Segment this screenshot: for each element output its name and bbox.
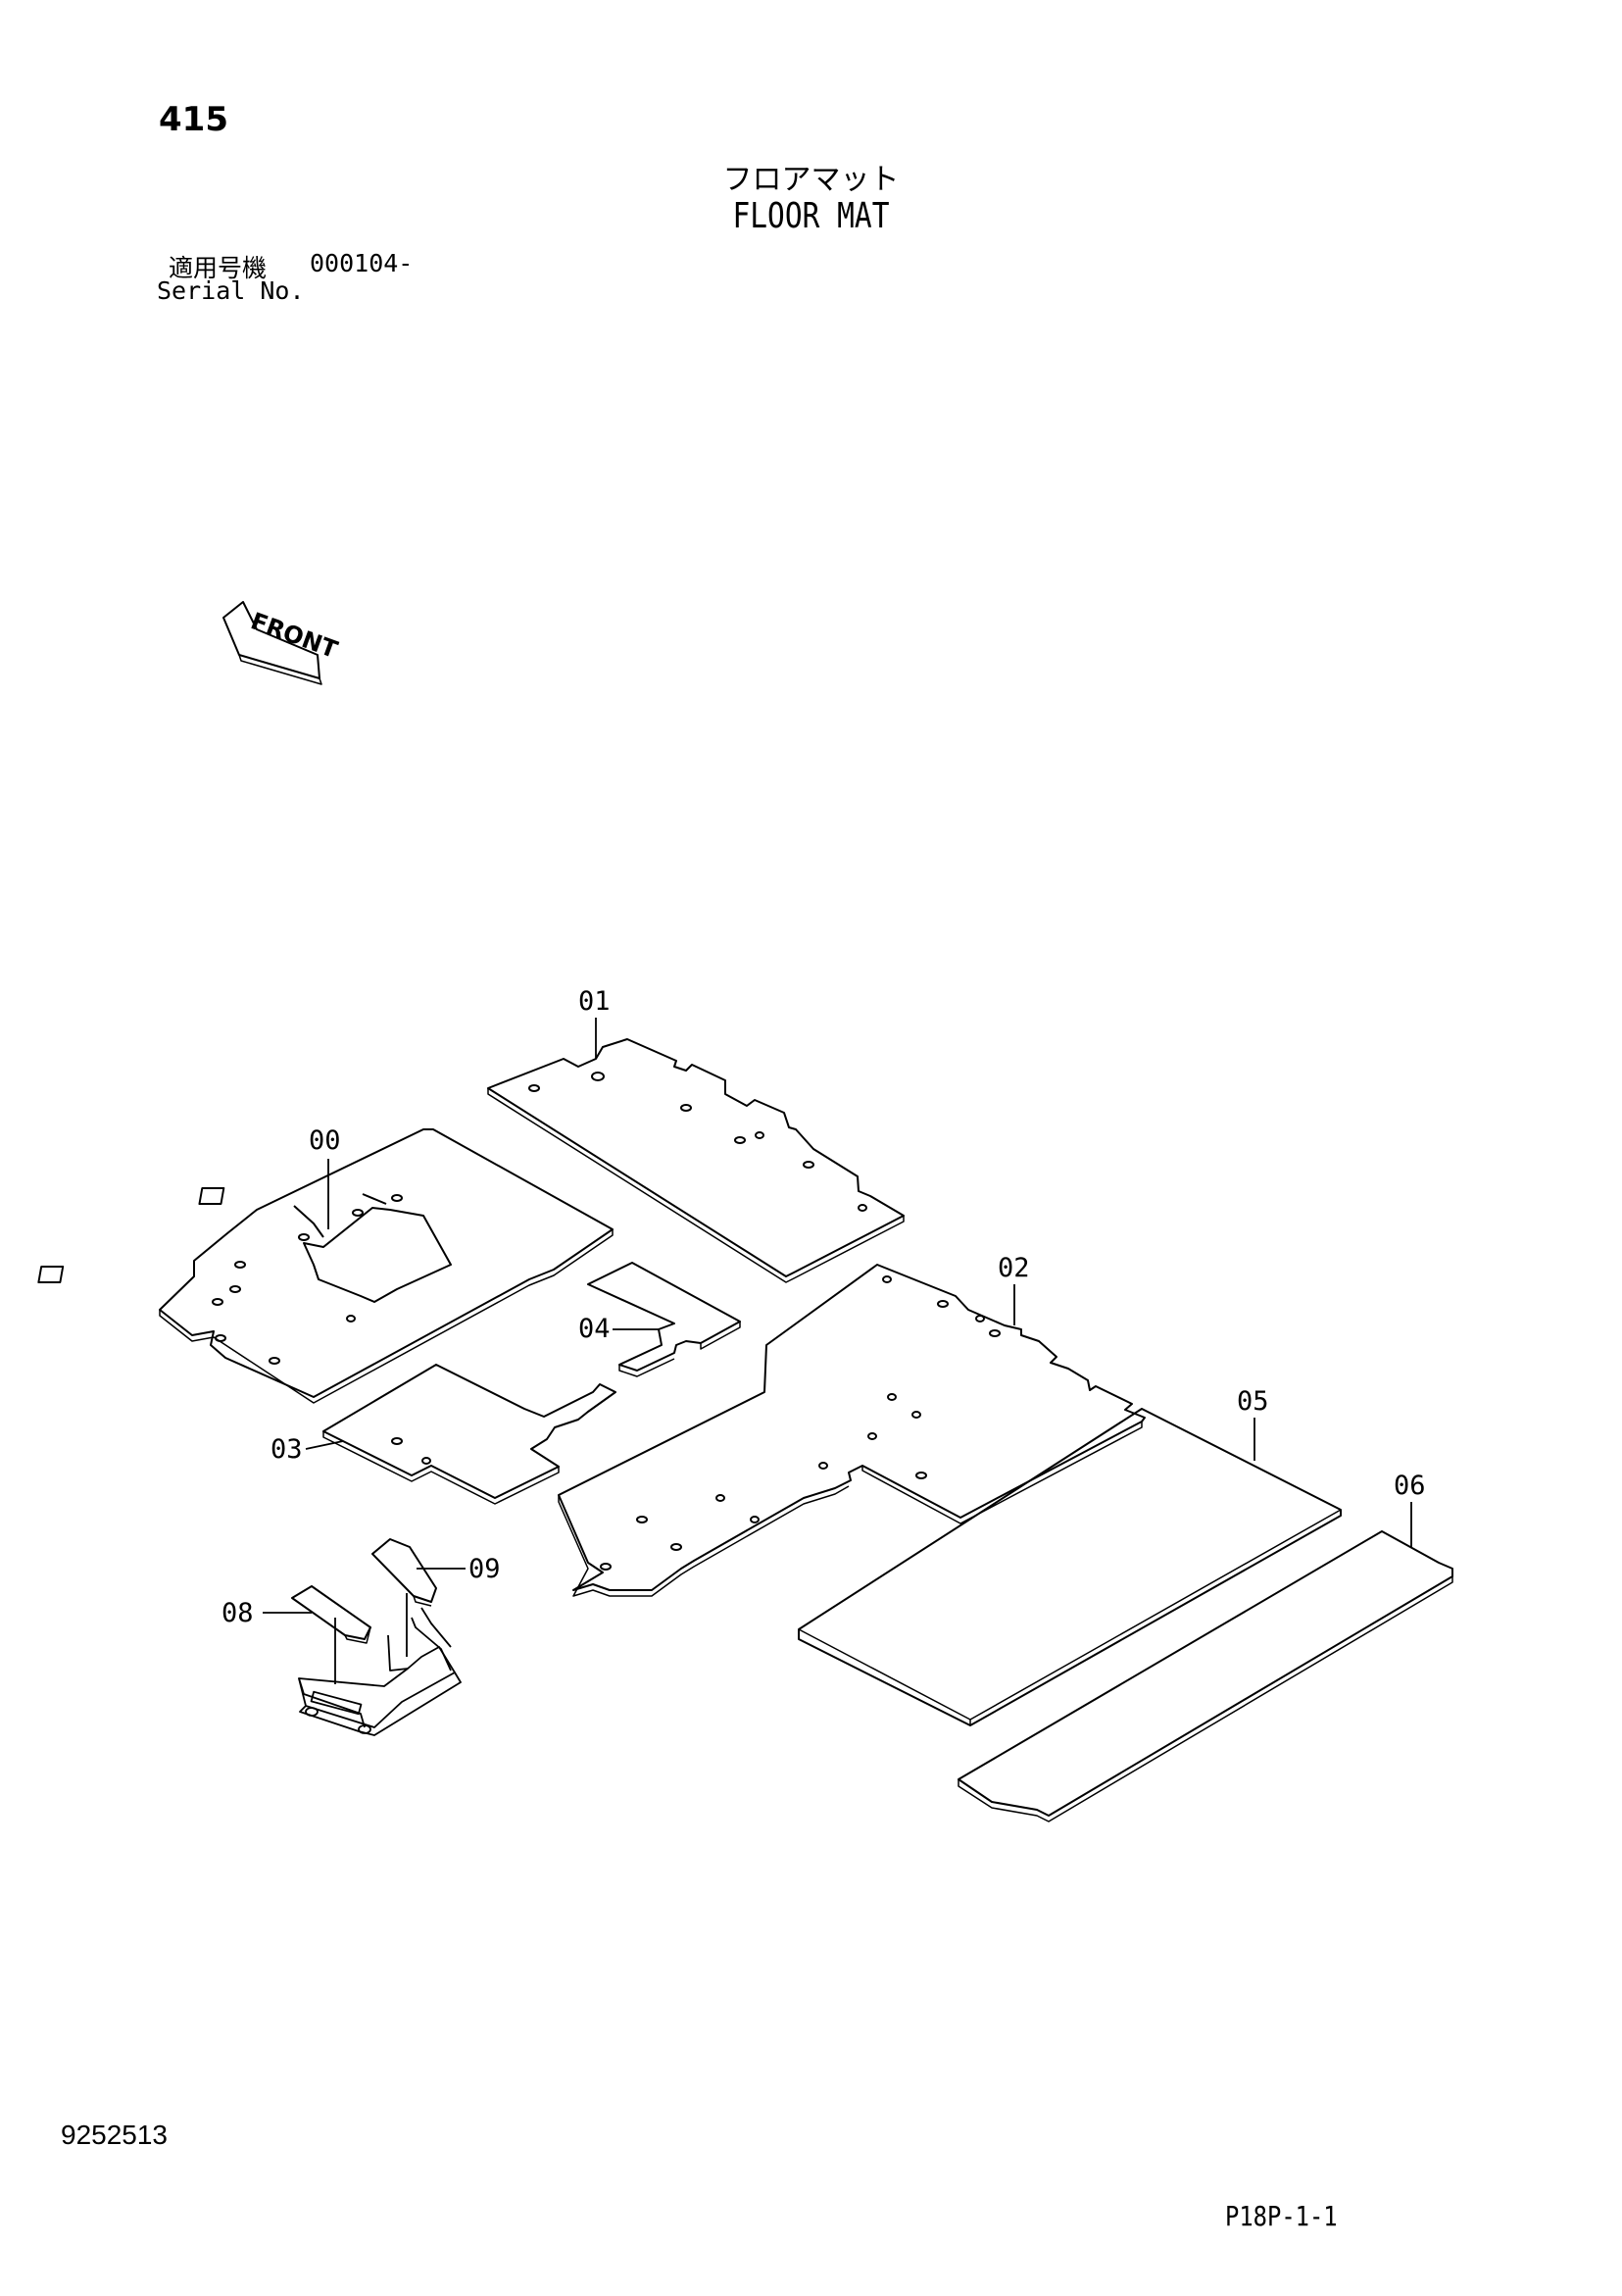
- callout-08: 08: [221, 1598, 254, 1628]
- part-04-floor-mat: [587, 1262, 741, 1377]
- callout-04: 04: [578, 1314, 611, 1344]
- document-number: 9252513: [61, 2120, 169, 2150]
- callout-09: 09: [468, 1554, 501, 1584]
- callout-06: 06: [1394, 1471, 1426, 1501]
- callout-03: 03: [270, 1434, 303, 1465]
- front-arrow-label: FRONT: [247, 607, 341, 664]
- callout-01: 01: [578, 986, 611, 1017]
- part-09-pad: [371, 1538, 437, 1607]
- part-00-floor-mat: [37, 1128, 614, 1404]
- page-code: P18P-1-1: [1225, 2200, 1338, 2232]
- serial-label: Serial No.: [157, 276, 305, 305]
- serial-range: 000104-: [310, 249, 414, 277]
- callout-02: 02: [998, 1253, 1030, 1283]
- callout-05: 05: [1237, 1386, 1269, 1417]
- leader-lines: [263, 1018, 1412, 1684]
- title-japanese: フロアマット: [722, 163, 900, 197]
- part-01-floor-mat: [487, 1038, 905, 1283]
- callout-00: 00: [309, 1125, 341, 1156]
- part-05-floor-mat: [798, 1408, 1342, 1726]
- pedal-bracket-assembly: [298, 1607, 462, 1736]
- part-02-floor-mat: [558, 1264, 1146, 1597]
- part-08-pad: [291, 1585, 371, 1644]
- page-number: 415: [159, 100, 228, 139]
- part-06-floor-mat: [958, 1530, 1453, 1822]
- front-arrow: FRONT: [222, 601, 342, 685]
- part-03-floor-mat: [322, 1364, 616, 1505]
- serial-label-japanese: 適用号機: [169, 254, 268, 282]
- callouts: 00 01 02 03 04 05 06 08 09: [221, 986, 1426, 1628]
- page-title: FLOOR MAT: [732, 196, 890, 236]
